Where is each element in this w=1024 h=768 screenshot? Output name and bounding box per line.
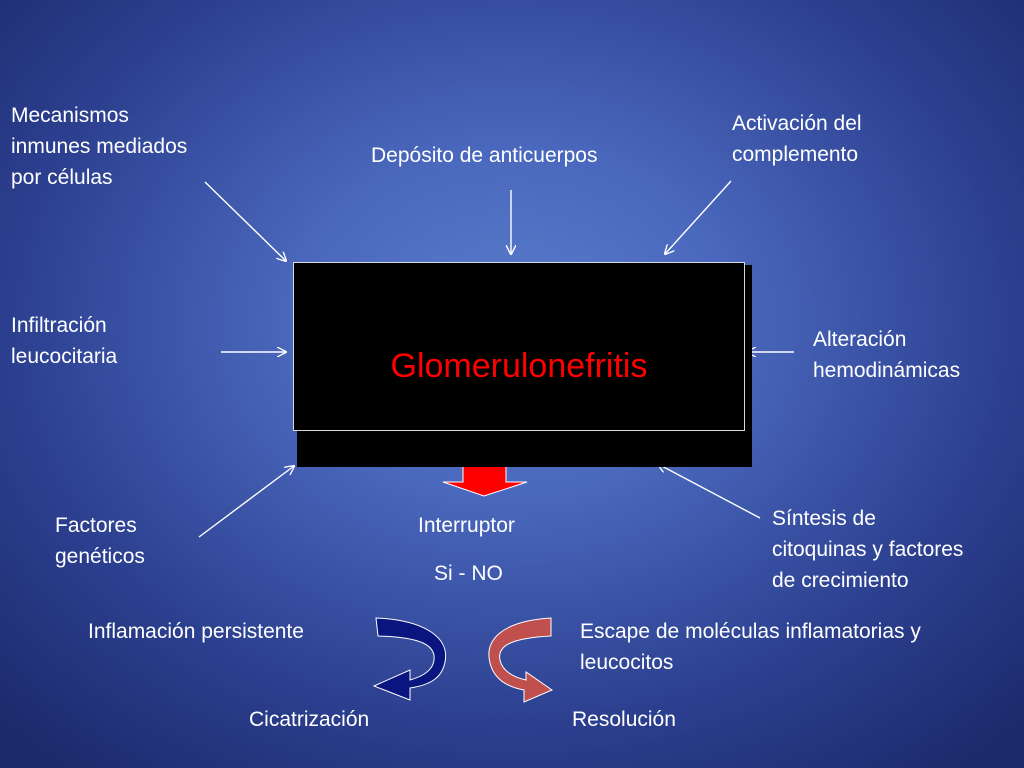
arrow-top-right	[665, 180, 732, 254]
curved-arrow-left-icon	[372, 617, 447, 701]
arrow-bottom-right	[658, 464, 761, 519]
label-cicatrizacion: Cicatrización	[249, 708, 370, 731]
center-box: Glomerulonefritis	[293, 262, 745, 431]
label-alteracion-hemodinamicas: Alteración hemodinámicas	[813, 328, 961, 382]
label-activacion-complemento: Activación del complemento	[732, 112, 862, 166]
center-title: Glomerulonefritis	[390, 347, 648, 385]
label-infiltracion-leucocitaria: Infiltración leucocitaria	[11, 314, 118, 368]
label-resolucion: Resolución	[572, 708, 676, 731]
label-inflamacion-persistente: Inflamación persistente	[88, 620, 304, 643]
label-factores-geneticos: Factores genéticos	[55, 514, 145, 568]
arrow-bottom-left	[198, 466, 294, 538]
curved-arrow-right-icon	[488, 617, 554, 703]
label-mecanismos-inmunes: Mecanismos inmunes mediados por células	[11, 104, 188, 189]
label-sintesis-citoquinas: Síntesis de citoquinas y factores de cre…	[772, 507, 964, 592]
label-deposito-anticuerpos: Depósito de anticuerpos	[371, 144, 598, 167]
label-si-no: Si - NO	[434, 562, 503, 585]
arrow-top-left	[204, 181, 286, 261]
label-interruptor: Interruptor	[418, 514, 515, 537]
label-escape-moleculas: Escape de moléculas inflamatorias y leuc…	[580, 620, 921, 674]
